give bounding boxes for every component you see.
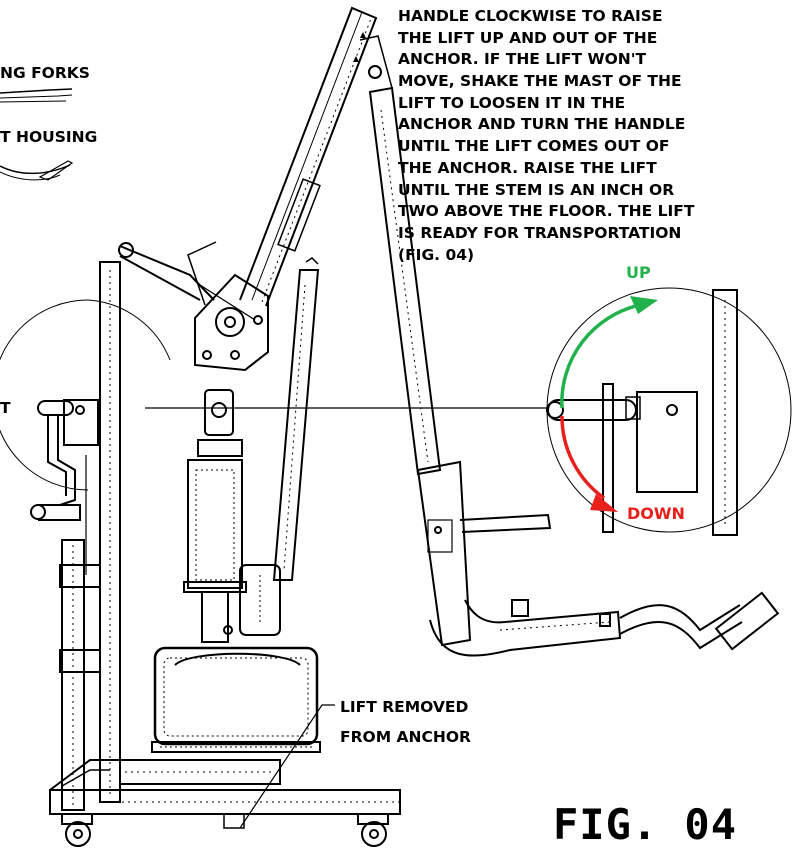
down-arrow: [560, 415, 606, 500]
instruction-line: MOVE, SHAKE THE MAST OF THE: [398, 72, 682, 91]
left-detail-circle: [0, 299, 548, 491]
instruction-line: THE ANCHOR. RAISE THE LIFT: [398, 158, 657, 177]
instruction-line: UNTIL THE STEM IS AN INCH OR: [398, 180, 675, 199]
instruction-line: ANCHOR. IF THE LIFT WON'T: [398, 50, 647, 69]
forks-fragment: [0, 88, 74, 181]
instruction-line: LIFT TO LOOSEN IT IN THE: [398, 93, 626, 112]
down-label: DOWN: [627, 504, 685, 523]
label-lift-removed-1: LIFT REMOVED: [340, 698, 469, 716]
label-forks: NG FORKS: [0, 64, 90, 82]
leader-line: [239, 704, 335, 829]
right-detail-circle: [546, 287, 792, 536]
instruction-line: THE LIFT UP AND OUT OF THE: [398, 28, 658, 47]
instruction-line: ANCHOR AND TURN THE HANDLE: [398, 115, 686, 134]
instructions-text: HANDLE CLOCKWISE TO RAISE THE LIFT UP AN…: [398, 6, 798, 266]
instruction-line: IS READY FOR TRANSPORTATION: [398, 223, 682, 242]
rotation-arrows: [560, 296, 658, 512]
instruction-line: UNTIL THE LIFT COMES OUT OF: [398, 137, 670, 156]
instruction-line: HANDLE CLOCKWISE TO RAISE: [398, 7, 663, 25]
up-arrowhead: [630, 296, 658, 314]
down-arrowhead: [590, 494, 618, 512]
instruction-line: (FIG. 04): [398, 245, 475, 264]
boom-arm: [187, 6, 378, 321]
center-actuator: [151, 257, 321, 753]
instruction-line: TWO ABOVE THE FLOOR. THE LIFT: [398, 202, 695, 221]
up-label: UP: [626, 263, 651, 282]
right-lift: [359, 35, 780, 657]
label-left-t: T: [0, 399, 11, 417]
label-housing: T HOUSING: [0, 128, 98, 146]
figure-title: FIG. 04: [553, 800, 738, 849]
left-lift: [30, 242, 401, 847]
up-arrow: [560, 303, 641, 409]
label-lift-removed-2: FROM ANCHOR: [340, 728, 471, 746]
